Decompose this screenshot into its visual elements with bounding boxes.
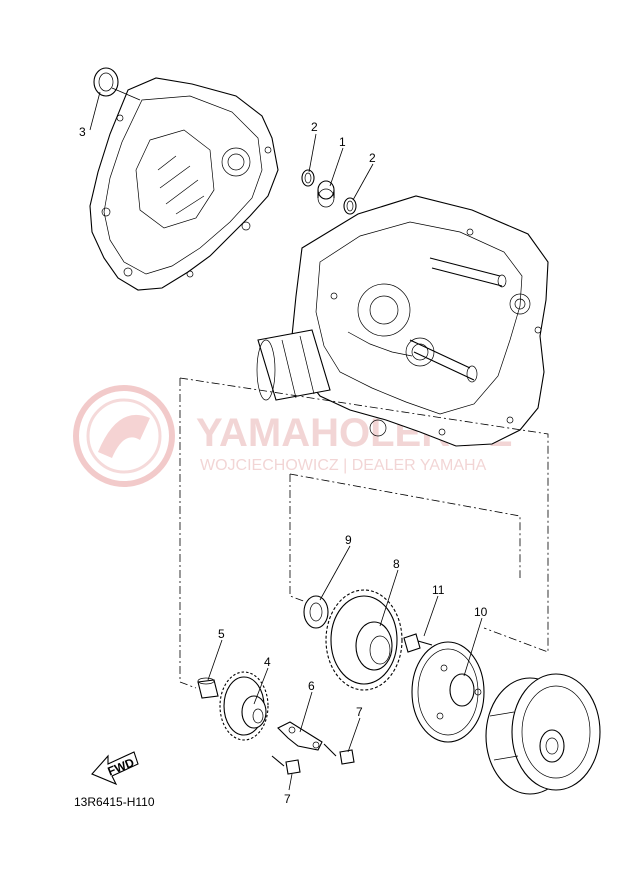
rotor-flywheel (485, 673, 601, 795)
callout-number: 7 (356, 705, 363, 719)
callout-5: 5 (207, 627, 225, 681)
callout-8: 8 (379, 557, 400, 627)
assembly-outline-outer (179, 377, 549, 689)
oil-seal (93, 67, 119, 97)
assembly-outline-inner (289, 473, 521, 603)
callout-2-lower: 2 (352, 151, 376, 201)
starter-wheel-gear (325, 589, 403, 691)
callout-number: 1 (339, 135, 346, 149)
bolt-11 (403, 633, 433, 653)
callout-3: 3 (79, 87, 141, 139)
collar (317, 180, 335, 208)
callout-number: 4 (264, 655, 271, 669)
fwd-arrow-icon: FWD (91, 751, 139, 786)
callout-number: 2 (369, 151, 376, 165)
callout-number: 7 (284, 792, 291, 806)
diagram-code: 13R6415-H110 (74, 795, 155, 809)
circlip-lower (343, 197, 357, 215)
callout-number: 5 (218, 627, 225, 641)
callout-number: 2 (311, 120, 318, 134)
washer (303, 595, 329, 629)
callout-number: 3 (79, 125, 86, 139)
callout-number: 10 (474, 605, 488, 619)
callout-9: 9 (319, 533, 352, 601)
idle-gear (219, 671, 269, 741)
callout-6: 6 (299, 679, 315, 733)
watermark-subtitle: WOJCIECHOWICZ | DEALER YAMAHA (200, 457, 487, 474)
one-way-clutch (411, 641, 485, 743)
screw-7-right (323, 743, 355, 765)
fwd-label: FWD (106, 755, 137, 778)
callout-7-right: 7 (347, 705, 363, 753)
callout-number: 11 (432, 583, 445, 597)
callout-4: 4 (253, 655, 271, 705)
callout-10: 10 (463, 605, 488, 677)
engine-crankcase (256, 195, 549, 447)
callout-11: 11 (423, 583, 445, 637)
callout-2-upper: 2 (308, 120, 318, 173)
crankcase-cover (89, 77, 279, 291)
shaft-pin (197, 677, 219, 699)
callout-number: 8 (393, 557, 400, 571)
plate (277, 721, 323, 751)
screw-7-left (271, 755, 301, 775)
watermark-logo (73, 385, 175, 487)
callout-7-left: 7 (284, 773, 293, 806)
callout-1: 1 (329, 135, 346, 187)
callout-number: 6 (308, 679, 315, 693)
callout-number: 9 (345, 533, 352, 547)
circlip-upper (301, 169, 315, 187)
